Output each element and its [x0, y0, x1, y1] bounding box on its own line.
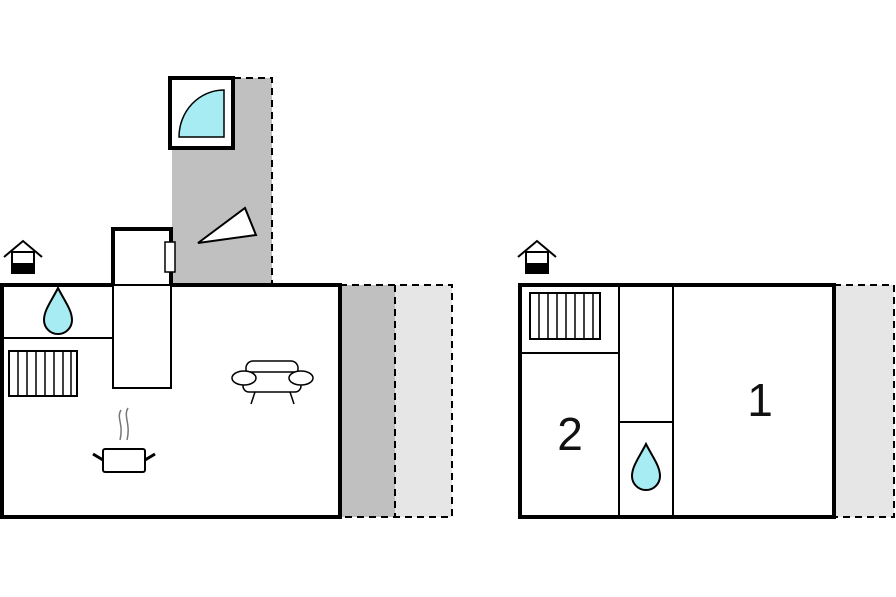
open-terrace-upper: [834, 285, 894, 517]
stairs-icon: [112, 284, 172, 389]
shower-icon: [178, 89, 225, 138]
terrace-upper-dashed-edge: [834, 284, 895, 518]
water-drop-icon: [42, 285, 74, 335]
open-terrace-right: [395, 285, 452, 517]
house-entrance-icon: [3, 239, 43, 274]
room-number-2: 2: [557, 408, 583, 460]
sofa-icon: [231, 360, 314, 405]
room-number-1: 1: [747, 374, 773, 426]
radiator-icon: [529, 292, 601, 340]
upper-floor-plan: 1 2: [517, 239, 895, 519]
water-drop-icon: [630, 441, 662, 491]
door-marker: [164, 241, 176, 273]
covered-terrace-right: [340, 285, 395, 517]
terrace-top-dashed-edge: [234, 77, 273, 285]
entry-alcove-walls: [111, 227, 173, 285]
parasol-icon: [197, 206, 258, 244]
radiator-icon: [8, 350, 78, 397]
cooking-pot-icon: [92, 407, 156, 473]
house-entrance-icon: [517, 239, 557, 274]
ground-floor-plan: [0, 76, 453, 519]
